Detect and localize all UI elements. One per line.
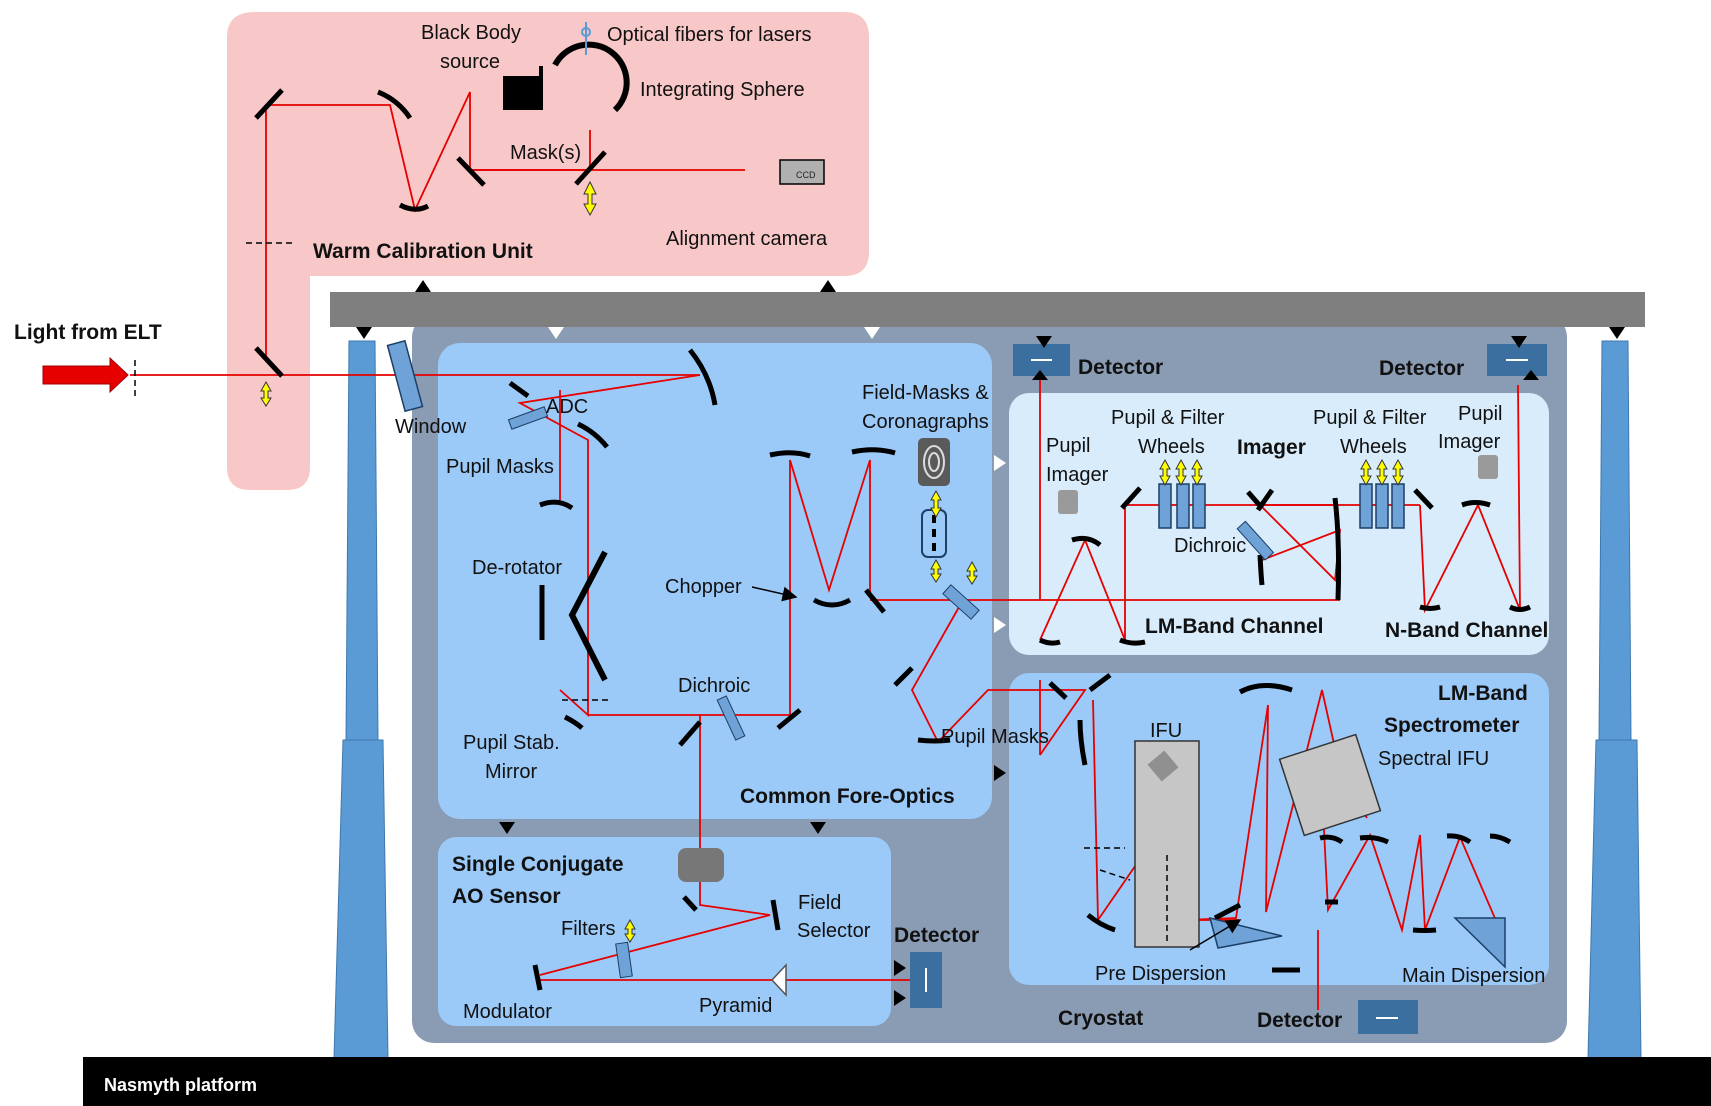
- pupil-masks-cfo-label: Pupil Masks: [446, 456, 554, 478]
- optical-elements: [254, 41, 1532, 991]
- light-from-elt-label: Light from ELT: [14, 321, 162, 344]
- detector-n-imager-label: Detector: [1379, 357, 1464, 380]
- integrating-sphere-label: Integrating Sphere: [640, 79, 805, 101]
- optical-fibers-label: Optical fibers for lasers: [607, 24, 812, 46]
- right-support: [1587, 340, 1642, 1059]
- nasmyth-platform-label: Nasmyth platform: [104, 1075, 257, 1095]
- nasmyth-platform-bar: [83, 1057, 1711, 1106]
- modulator-label: Modulator: [463, 1001, 552, 1023]
- field-selector-label-1: Field: [798, 892, 841, 914]
- alignment-camera-label: Alignment camera: [666, 228, 828, 250]
- pupil-filter-wheels-n-label-1: Pupil & Filter: [1313, 407, 1427, 429]
- pupil-stab-label-2: Mirror: [485, 761, 538, 783]
- black-body-square: [503, 76, 539, 110]
- main-dispersion-label: Main Dispersion: [1402, 965, 1545, 987]
- chopper-label: Chopper: [665, 576, 742, 598]
- masks-label: Mask(s): [510, 142, 581, 164]
- pupil-imager-n-label-1: Pupil: [1458, 403, 1502, 425]
- window-element: [386, 339, 424, 413]
- warm-calibration-unit-title: Warm Calibration Unit: [313, 240, 533, 263]
- left-support: [333, 340, 389, 1059]
- filters-label: Filters: [561, 918, 615, 940]
- text-labels: Black Body source Optical fibers for las…: [14, 22, 1548, 1095]
- pupil-filter-wheels-n-label-2: Wheels: [1340, 436, 1407, 458]
- pupil-imager-lm-label-1: Pupil: [1046, 435, 1090, 457]
- field-selector-label-2: Selector: [797, 920, 871, 942]
- n-band-channel-title: N-Band Channel: [1385, 619, 1548, 642]
- bench-bar: [330, 292, 1645, 327]
- pre-dispersion-label: Pre Dispersion: [1095, 963, 1226, 985]
- adc-label: ADC: [546, 396, 588, 418]
- ifu-label: IFU: [1150, 720, 1182, 742]
- ccd-label: CCD: [796, 170, 816, 180]
- field-mask-disk: [918, 438, 950, 486]
- window-label: Window: [395, 416, 467, 438]
- lm-band-channel-title: LM-Band Channel: [1145, 615, 1324, 638]
- pupil-imager-n-label-2: Imager: [1438, 431, 1501, 453]
- pupil-filter-wheels-lm-label-2: Wheels: [1138, 436, 1205, 458]
- detector-scao-label: Detector: [894, 924, 979, 947]
- pyramid-label: Pyramid: [699, 995, 772, 1017]
- black-body-label-1: Black Body: [421, 22, 521, 44]
- dichroic-cfo-label: Dichroic: [678, 675, 750, 697]
- detector-spectrometer-label: Detector: [1257, 1009, 1342, 1032]
- dichroic-imager-label: Dichroic: [1174, 535, 1246, 557]
- detector-lm-imager-label: Detector: [1078, 356, 1163, 379]
- field-masks-label-2: Coronagraphs: [862, 411, 989, 433]
- warm-calibration-unit-box: [227, 12, 869, 490]
- field-masks-label-1: Field-Masks &: [862, 382, 989, 404]
- black-body-label-2: source: [440, 51, 500, 73]
- derotator-label: De-rotator: [472, 557, 562, 579]
- scao-title-2: AO Sensor: [452, 885, 561, 908]
- common-fore-optics-title: Common Fore-Optics: [740, 785, 955, 808]
- fiber-end: [581, 27, 591, 37]
- imager-title: Imager: [1237, 436, 1306, 459]
- pupil-masks-spec-label: Pupil Masks: [941, 726, 1049, 748]
- cryostat-title: Cryostat: [1058, 1007, 1143, 1030]
- pupil-stab-label-1: Pupil Stab.: [463, 732, 560, 754]
- lm-band-spectrometer-title-2: Spectrometer: [1384, 714, 1519, 737]
- spectral-ifu-label: Spectral IFU: [1378, 748, 1489, 770]
- pupil-filter-wheels-lm-label-1: Pupil & Filter: [1111, 407, 1225, 429]
- pupil-imager-lm-label-2: Imager: [1046, 464, 1109, 486]
- lm-band-spectrometer-title-1: LM-Band: [1438, 682, 1528, 705]
- filter-wheels: [1158, 483, 1405, 529]
- spectral-ifu-box: [1278, 733, 1382, 837]
- scao-title-1: Single Conjugate: [452, 853, 624, 876]
- mechanism-arrows: [260, 180, 1404, 943]
- elt-light-arrow: [42, 356, 129, 394]
